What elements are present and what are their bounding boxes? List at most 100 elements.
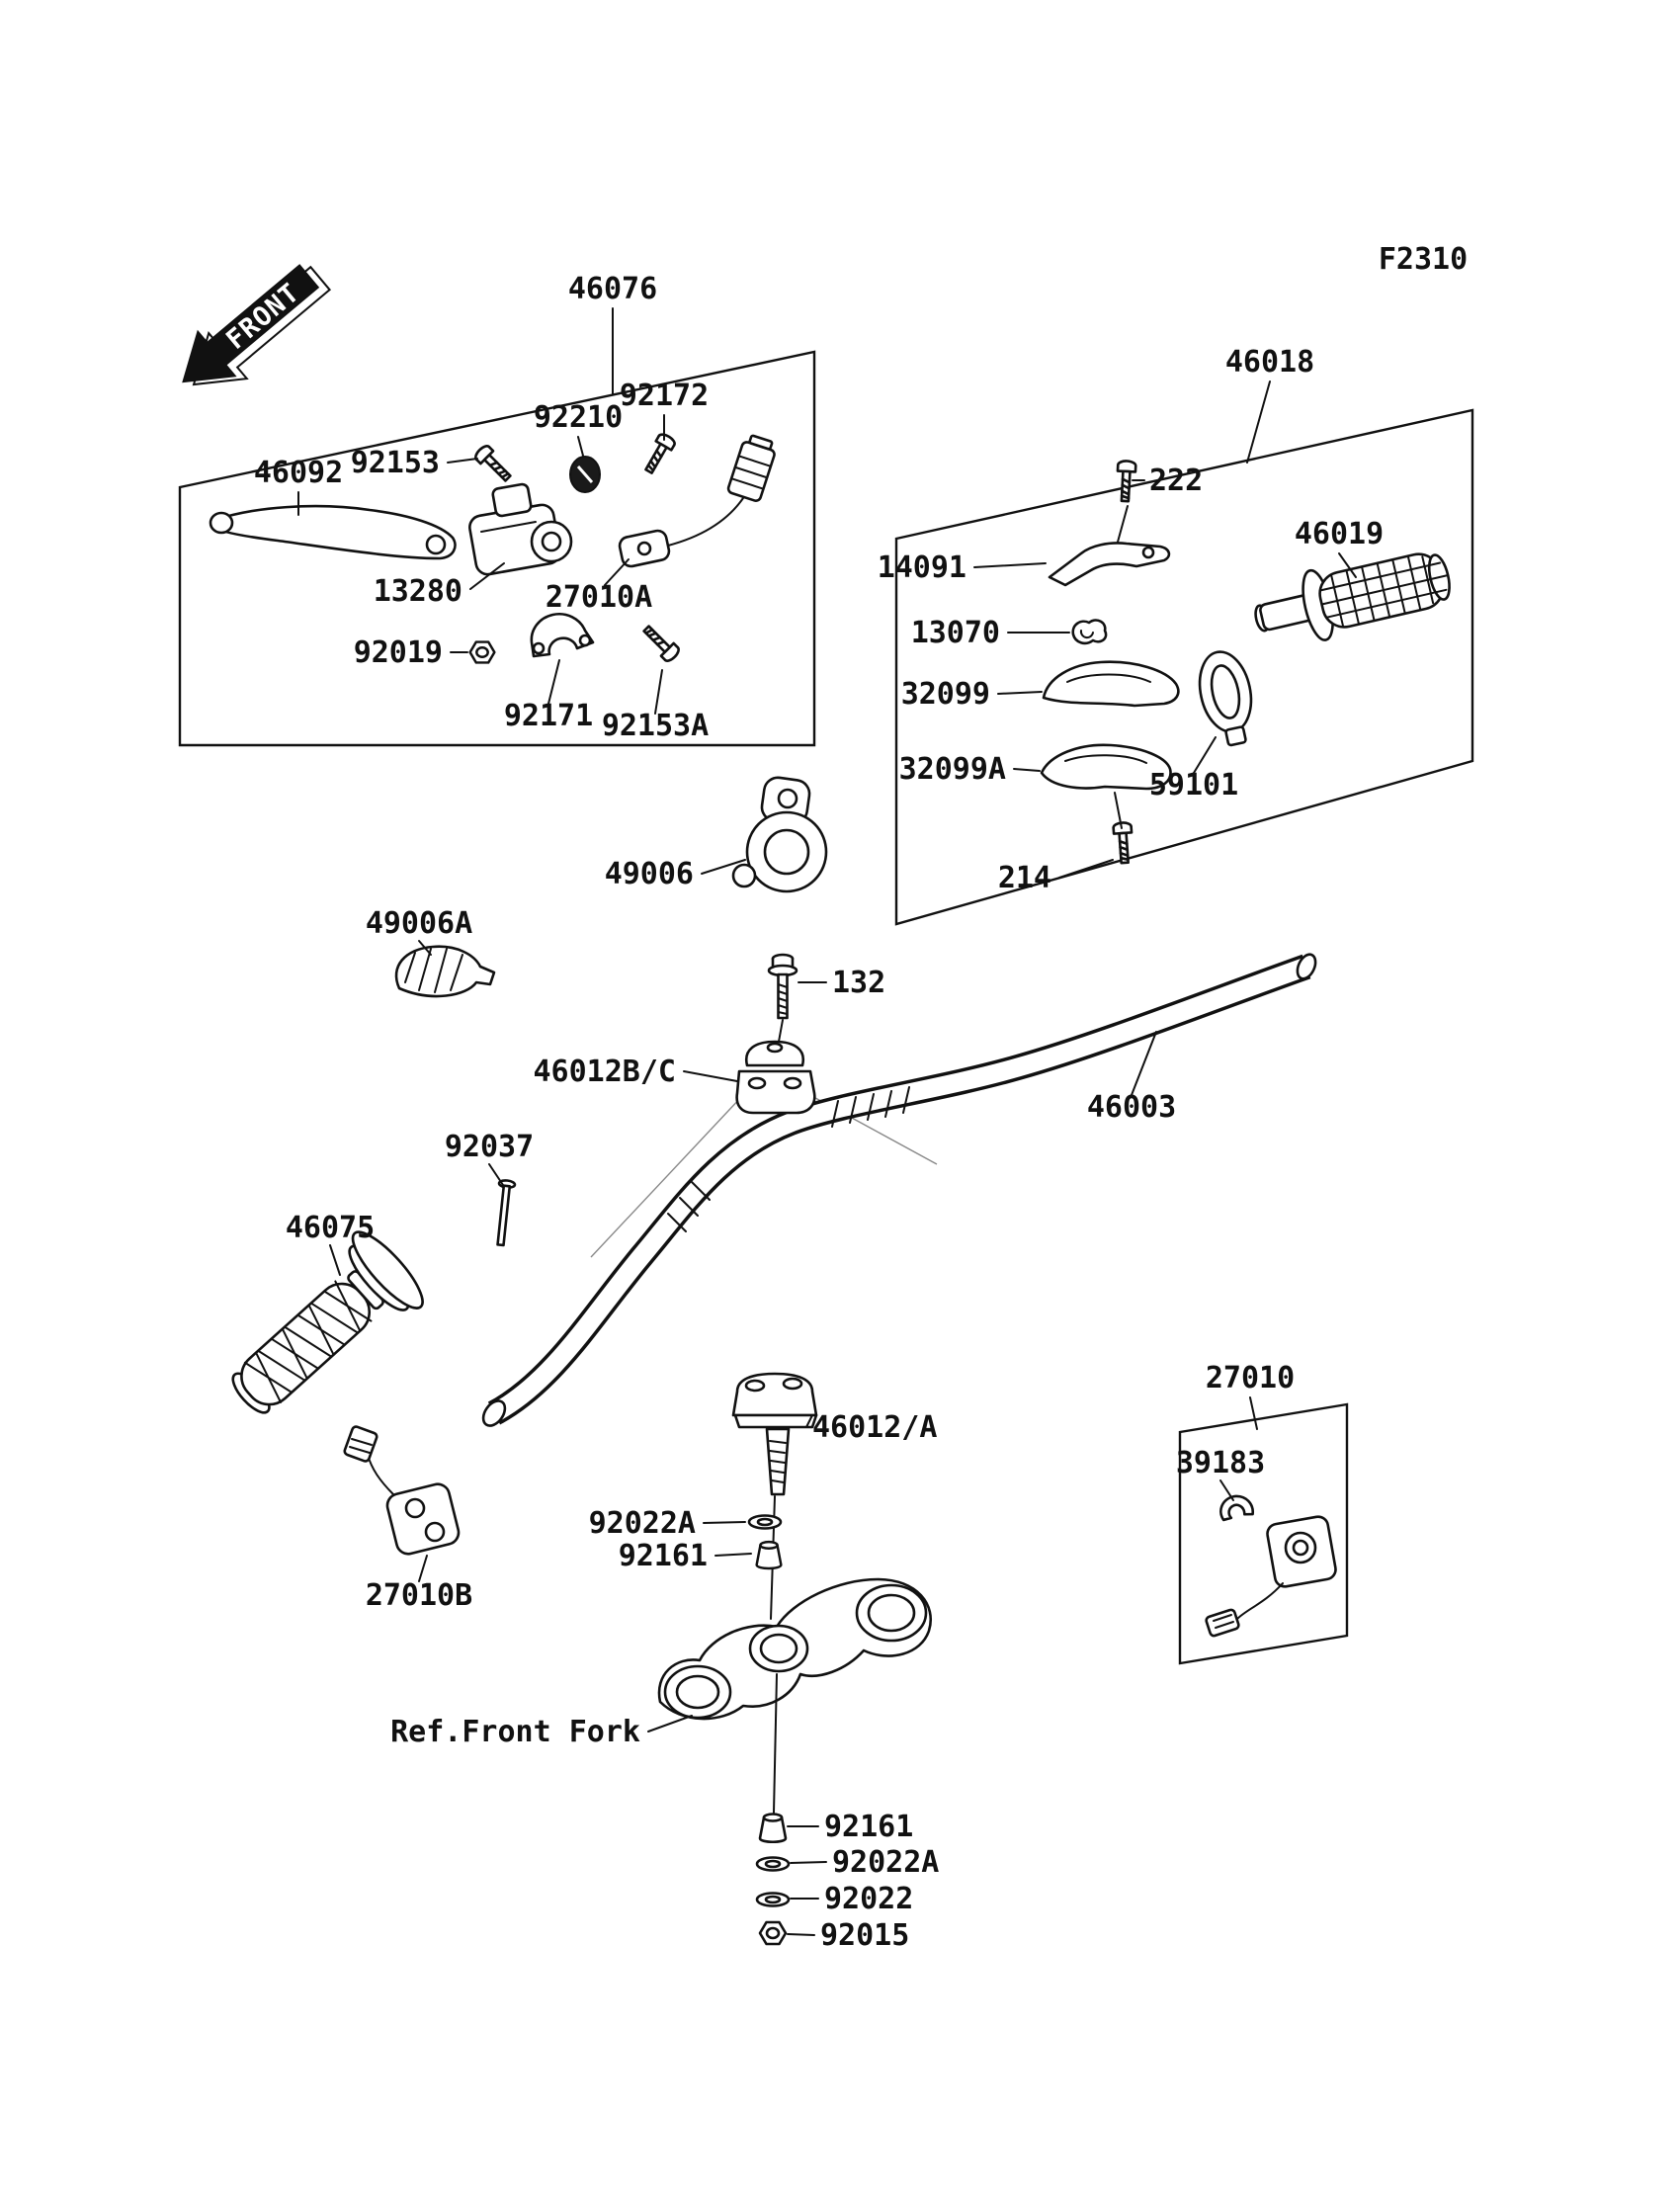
part-label-14091: 14091 — [878, 550, 966, 585]
part-label-27010: 27010 — [1206, 1361, 1295, 1395]
part-92161-damper-upper — [755, 1540, 783, 1570]
part-46003-handlebar — [481, 953, 1317, 1427]
part-label-49006: 49006 — [605, 857, 694, 891]
part-46012a-lower-clamp — [731, 1372, 818, 1496]
part-92153-bolt — [471, 442, 516, 486]
part-triple-clamp — [657, 1577, 932, 1721]
part-label-49006a: 49006A — [366, 906, 472, 941]
line-222-to-14091 — [1116, 505, 1129, 547]
part-92022a-washer-lower — [755, 1856, 791, 1872]
leader-27010b — [418, 1555, 428, 1582]
leader-92161-upper — [714, 1553, 752, 1557]
part-label-13280: 13280 — [374, 574, 462, 609]
part-92172-screw — [639, 430, 678, 477]
part-27010b-switch — [343, 1425, 461, 1556]
part-label-214: 214 — [998, 861, 1051, 895]
part-label-92153a: 92153A — [602, 709, 709, 743]
part-92015-nut — [758, 1920, 788, 1946]
leader-32099a — [1013, 768, 1041, 772]
part-label-222: 222 — [1149, 464, 1203, 498]
leader-92153a — [654, 669, 663, 715]
line-stem-axis-lower — [773, 1673, 778, 1814]
part-label-32099: 32099 — [901, 677, 990, 712]
part-label-92161-lower: 92161 — [824, 1810, 913, 1844]
part-label-92172: 92172 — [620, 379, 709, 413]
part-label-46012a: 46012/A — [812, 1410, 937, 1445]
figure-code: F2310 — [1379, 242, 1468, 277]
part-92161-damper-lower — [758, 1813, 788, 1844]
part-label-46012bc: 46012B/C — [534, 1055, 677, 1089]
leader-14091 — [973, 562, 1047, 568]
part-label-46076: 46076 — [568, 272, 657, 306]
part-92019-nut — [468, 640, 496, 664]
part-label-13070: 13070 — [911, 616, 1000, 650]
front-arrow-shadow — [192, 265, 332, 386]
part-27010a-switch — [618, 434, 776, 568]
line-132-to-clamp — [778, 1019, 784, 1043]
part-59101-ring — [1198, 650, 1253, 747]
part-label-92153: 92153 — [351, 446, 440, 480]
part-32099-housing-upper — [1042, 660, 1180, 708]
part-92153a-bolt — [638, 621, 683, 665]
leader-lines — [297, 307, 1357, 1936]
part-label-92022: 92022 — [824, 1882, 913, 1916]
front-arrow: FRONT — [182, 264, 332, 386]
group-box-throttle-46018 — [894, 408, 1474, 926]
part-label-27010a: 27010A — [546, 580, 652, 615]
leader-32099 — [997, 691, 1043, 695]
part-label-92210: 92210 — [534, 400, 623, 435]
part-label-46092: 46092 — [254, 456, 343, 490]
part-92022-washer — [755, 1892, 791, 1907]
leader-46019 — [1338, 552, 1357, 578]
part-label-92019: 92019 — [354, 635, 443, 670]
part-46012bc-upper-clamp — [735, 1040, 816, 1115]
part-132-bolt — [767, 953, 798, 1020]
front-label: FRONT — [220, 278, 305, 356]
part-label-39183: 39183 — [1176, 1446, 1265, 1480]
part-46092-clutch-lever — [209, 504, 457, 560]
part-label-92171: 92171 — [504, 699, 593, 733]
line-214-to-housing — [1114, 792, 1123, 829]
part-label-46003: 46003 — [1087, 1090, 1176, 1125]
leader-92022a-upper — [703, 1521, 746, 1524]
part-46075-grip — [231, 1230, 424, 1414]
part-label-92015: 92015 — [820, 1918, 909, 1953]
part-92171-clamp — [530, 612, 595, 658]
leader-13280 — [469, 562, 505, 590]
leader-92015 — [787, 1933, 815, 1936]
part-label-92022a-upper: 92022A — [589, 1506, 696, 1541]
part-label-46019: 46019 — [1295, 517, 1384, 551]
part-label-92022a-lower: 92022A — [832, 1845, 939, 1880]
leader-49006 — [701, 859, 746, 875]
part-label-27010b: 27010B — [366, 1578, 472, 1613]
leader-46012bc — [683, 1070, 738, 1082]
part-label-46018: 46018 — [1225, 345, 1314, 380]
leader-46012a — [805, 1414, 813, 1428]
part-label-59101: 59101 — [1149, 768, 1238, 803]
part-label-92161-upper: 92161 — [619, 1539, 708, 1573]
leader-92171 — [547, 659, 560, 705]
part-92037-pin — [496, 1179, 517, 1247]
leader-39183 — [1219, 1479, 1234, 1501]
part-32099a-housing-lower — [1040, 743, 1172, 791]
part-label-132: 132 — [832, 966, 885, 1000]
leader-46018 — [1246, 380, 1271, 464]
part-49006a-cover — [394, 945, 496, 998]
part-46019-throttle-grip — [1254, 552, 1451, 641]
leader-92037 — [488, 1163, 504, 1186]
part-label-46075: 46075 — [286, 1211, 375, 1245]
leader-214 — [1058, 859, 1114, 879]
group-box-clutch-46076 — [178, 350, 816, 747]
leader-92153 — [447, 458, 478, 464]
part-49006-holder — [731, 776, 828, 893]
leader-92022a-lower — [790, 1861, 827, 1864]
part-27010-switch-assembly — [1205, 1494, 1337, 1638]
leader-27010 — [1249, 1396, 1258, 1430]
part-14091-lever — [1048, 542, 1171, 587]
leader-46003 — [1131, 1031, 1157, 1096]
leader-ref-front-fork — [647, 1715, 693, 1732]
part-label-32099a: 32099A — [899, 752, 1006, 787]
handlebar-knurling — [667, 1086, 910, 1232]
